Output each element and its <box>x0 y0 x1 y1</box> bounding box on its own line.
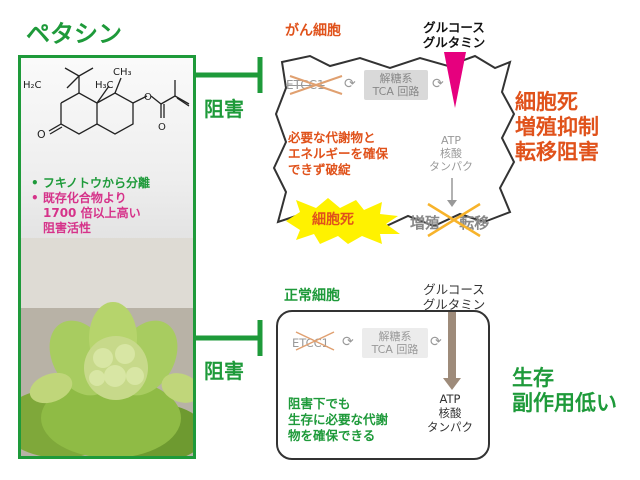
cancer-etcc-cross-icon <box>289 75 343 95</box>
h2c-label: H₂C <box>23 80 42 91</box>
cycle-arrow-icon-3: ⟳ <box>342 334 354 350</box>
ketone-o-label: O <box>37 128 46 141</box>
bullet-potency: • 既存化合物より <box>31 191 127 205</box>
cancer-etcc1: ETCC1 <box>286 78 325 92</box>
ch3-label: CH₃ <box>113 67 132 78</box>
cancer-nutrients: グルコース グルタミン <box>422 20 486 50</box>
ester-o-label: O <box>144 92 152 103</box>
inhibit-connector-top <box>196 57 263 93</box>
blocked-cross-icon <box>427 202 481 238</box>
cycle-arrow-icon-4: ⟳ <box>430 334 442 350</box>
inhibit-label-bottom: 阻害 <box>204 359 244 383</box>
cancer-cell-title: がん細胞 <box>285 23 341 39</box>
bullet-source: • フキノトウから分離 <box>31 176 151 190</box>
normal-glycolysis-box: 解糖系 TCA 回路 <box>362 328 428 358</box>
bullet-potency-2: 1700 倍以上高い <box>43 206 141 220</box>
bullet-potency-3: 阻害活性 <box>43 221 92 235</box>
page-title: ペタシン <box>26 20 122 48</box>
cycle-arrow-icon: ⟳ <box>344 76 356 92</box>
inhibit-label-top: 阻害 <box>204 97 244 121</box>
h3c-label: H₃C <box>95 80 114 91</box>
nutrient-arrow-normal <box>443 312 461 390</box>
cancer-glycolysis-box: 解糖系 TCA 回路 <box>364 70 428 100</box>
normal-products: ATP 核酸 タンパク <box>427 392 473 434</box>
products-arrow-cancer <box>447 178 457 207</box>
cancer-outcome: 細胞死 増殖抑制 転移阻害 <box>515 90 599 164</box>
cell-death-burst-icon <box>286 198 400 244</box>
cancer-products: ATP 核酸 タンパク <box>429 134 473 173</box>
compound-panel: O H₂C H₃C CH₃ O O • フキノトウから分離 • 既存化合物より … <box>18 55 196 459</box>
inhibit-connector-bottom <box>196 320 263 356</box>
nutrient-arrow-cancer <box>444 52 466 108</box>
normal-note: 阻害下でも 生存に必要な代謝 物を確保できる <box>288 396 389 443</box>
cycle-arrow-icon-2: ⟳ <box>432 76 444 92</box>
cancer-death-label: 細胞死 <box>312 212 354 228</box>
carbonyl-o-label: O <box>158 122 166 133</box>
cancer-note: 必要な代謝物と エネルギーを確保 できず破綻 <box>288 130 389 177</box>
blocked-proliferation: 増殖 <box>410 214 441 232</box>
normal-etcc-cross-icon <box>295 331 335 351</box>
petasin-structure-icon: O H₂C H₃C CH₃ O O <box>23 67 190 141</box>
normal-nutrients: グルコース グルタミン <box>422 282 486 312</box>
normal-cell-title: 正常細胞 <box>284 288 340 304</box>
butterbur-plant-icon <box>21 238 193 456</box>
normal-outcome: 生存 副作用低い <box>512 366 617 415</box>
